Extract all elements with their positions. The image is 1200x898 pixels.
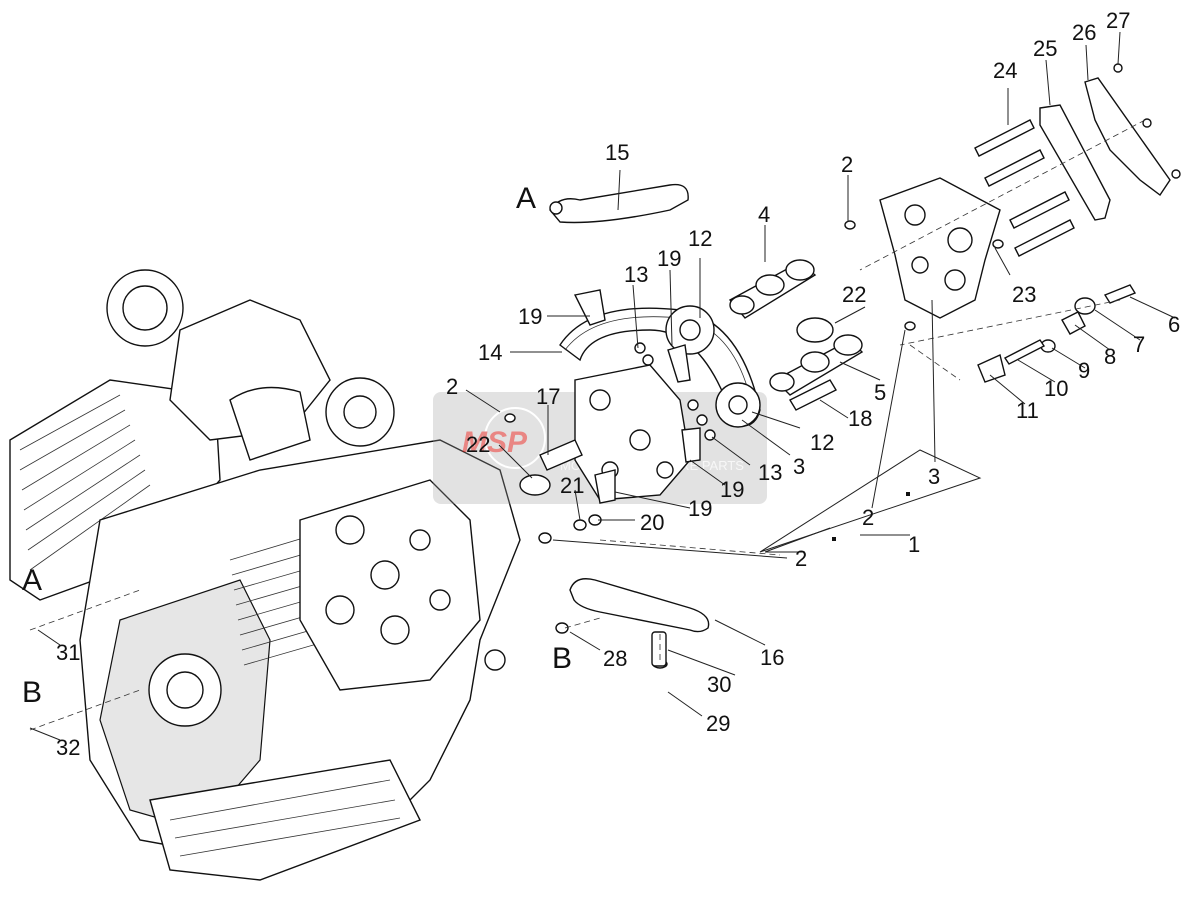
callout: 22 [466,432,490,457]
ref-mark-a: A [22,564,42,597]
callout: 23 [1012,282,1036,307]
callout: 19 [688,496,712,521]
callout: 14 [478,340,502,365]
ref-mark-a: A [516,182,536,215]
callout: 15 [605,140,629,165]
bolt-28 [555,622,569,634]
assembly-marker [906,492,910,496]
callout: 2 [862,505,874,530]
chain-guide-upper [549,183,689,224]
callout: 11 [1016,398,1039,423]
callout: 25 [1033,36,1057,61]
callout: 32 [56,735,80,760]
callout: 19 [720,477,744,502]
callout: 17 [536,384,560,409]
callout: 2 [795,546,807,571]
callout: 24 [993,58,1017,83]
timing-assembly-illustration [504,220,916,544]
callout: 5 [874,380,886,405]
callout: 21 [560,473,584,498]
right-head-illustration [879,63,1181,383]
callout: 3 [928,464,940,489]
callout: 12 [688,226,712,251]
callout: 19 [657,246,681,271]
callout: 2 [841,152,853,177]
callout: 26 [1072,20,1096,45]
callout: 22 [842,282,866,307]
chain-tensioner-lower [569,578,710,633]
assembly-marker [832,537,836,541]
callout: 19 [518,304,542,329]
callout: 31 [56,640,80,665]
callout: 12 [810,430,834,455]
callout: 20 [640,510,664,535]
callout: 29 [706,711,730,736]
callout: 30 [707,672,731,697]
callout: 3 [793,454,805,479]
callout: 8 [1104,344,1116,369]
engine-block-illustration [9,269,521,881]
callout: 2 [446,374,458,399]
leader-lines [29,31,1176,741]
callout: 4 [758,202,770,227]
pin-30 [651,631,667,667]
callout-labels: 1 2 2 2 2 3 3 4 5 6 7 8 9 10 11 12 12 13… [56,8,1180,760]
callout: 16 [760,645,784,670]
callout: 7 [1133,332,1145,357]
callout: 6 [1168,312,1180,337]
callout: 9 [1078,358,1090,383]
ref-mark-b: B [552,642,572,675]
guide-pivot-a [549,201,563,215]
callout: 27 [1106,8,1130,33]
ref-mark-b: B [22,676,42,709]
callout: 10 [1044,376,1068,401]
callout: 28 [603,646,627,671]
callout: 1 [908,532,920,557]
callout: 18 [848,406,872,431]
assembly-lines [29,119,1146,731]
watermark-logo: MSP [462,426,528,459]
callout: 13 [758,460,782,485]
callout: 13 [624,262,648,287]
